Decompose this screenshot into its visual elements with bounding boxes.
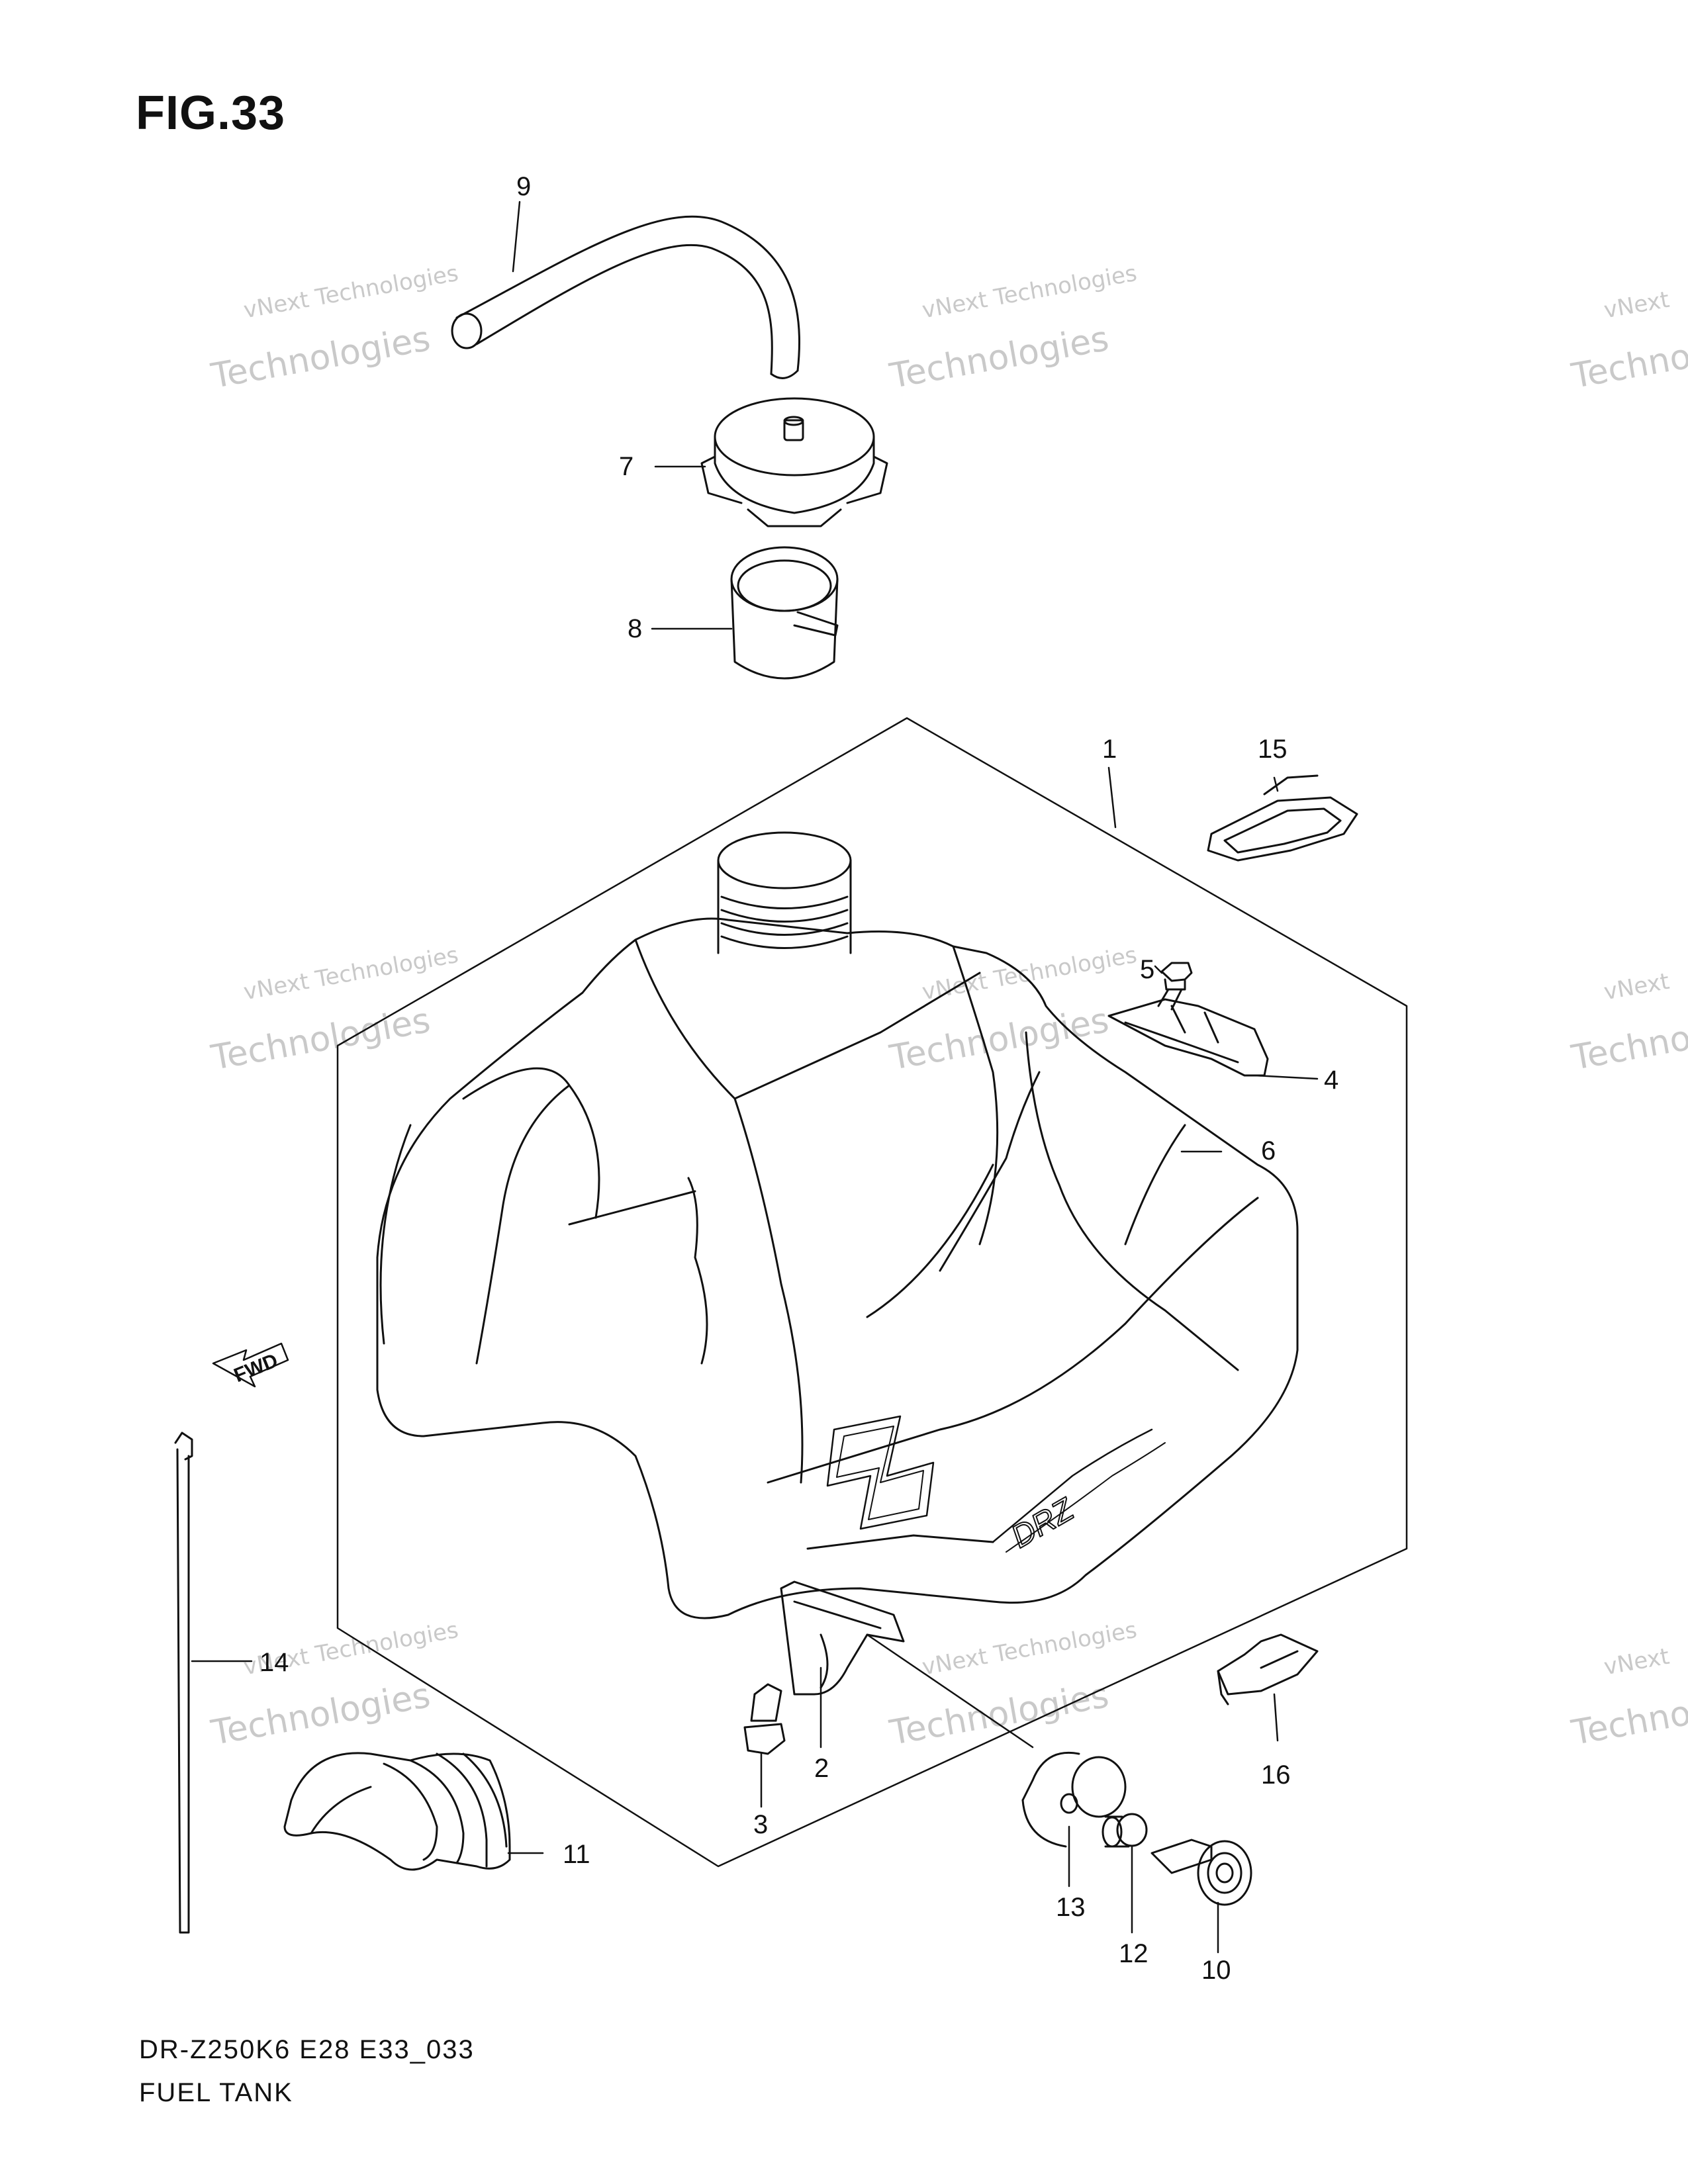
callout-numbers: 9 7 8 1 15 5 4 6 2 3 11 13 12 10 16 14 xyxy=(259,172,1338,1985)
callout-14: 14 xyxy=(259,1648,289,1677)
callout-9: 9 xyxy=(516,172,531,201)
callout-4: 4 xyxy=(1324,1066,1338,1095)
callout-11: 11 xyxy=(563,1840,590,1869)
leader-lines xyxy=(191,201,1319,1954)
callout-12: 12 xyxy=(1119,1939,1149,1968)
callout-16: 16 xyxy=(1261,1760,1291,1790)
breather-hose-part-9 xyxy=(451,215,801,379)
fuel-tank-part-1: DRZ xyxy=(376,831,1299,1619)
callout-3: 3 xyxy=(753,1810,768,1839)
clip-part-15 xyxy=(1207,774,1358,862)
callout-7: 7 xyxy=(619,452,633,481)
cushion-part-11 xyxy=(283,1752,511,1871)
lower-bracket-part-2 xyxy=(780,1580,905,1696)
fuel-cap-part-7 xyxy=(700,397,888,527)
figure-title: FIG.33 xyxy=(136,87,286,140)
diagram-code: DR-Z250K6 E28 E33_033 xyxy=(139,2035,475,2064)
grommet-part-13 xyxy=(1021,1751,1127,1848)
callout-2: 2 xyxy=(814,1754,829,1783)
callout-5: 5 xyxy=(1140,955,1154,984)
callout-1: 1 xyxy=(1102,735,1117,764)
screw-part-5 xyxy=(1157,962,1193,1011)
damper-part-16 xyxy=(1217,1633,1319,1706)
callout-6: 6 xyxy=(1261,1136,1276,1165)
bracket-part-4 xyxy=(1107,998,1269,1077)
diagram-name: FUEL TANK xyxy=(139,2078,293,2107)
collar-part-12 xyxy=(1102,1813,1148,1848)
filler-strainer-part-8 xyxy=(730,546,839,680)
tank-outline-frame xyxy=(336,717,1408,1868)
callout-10: 10 xyxy=(1201,1956,1231,1985)
forward-arrow: FWD xyxy=(212,1342,289,1388)
callout-13: 13 xyxy=(1056,1893,1086,1922)
bolt-part-3 xyxy=(743,1683,786,1755)
bolt-part-10 xyxy=(1150,1839,1252,1906)
strap-part-14 xyxy=(174,1432,193,1934)
callout-15: 15 xyxy=(1258,735,1288,764)
callout-8: 8 xyxy=(628,614,642,643)
